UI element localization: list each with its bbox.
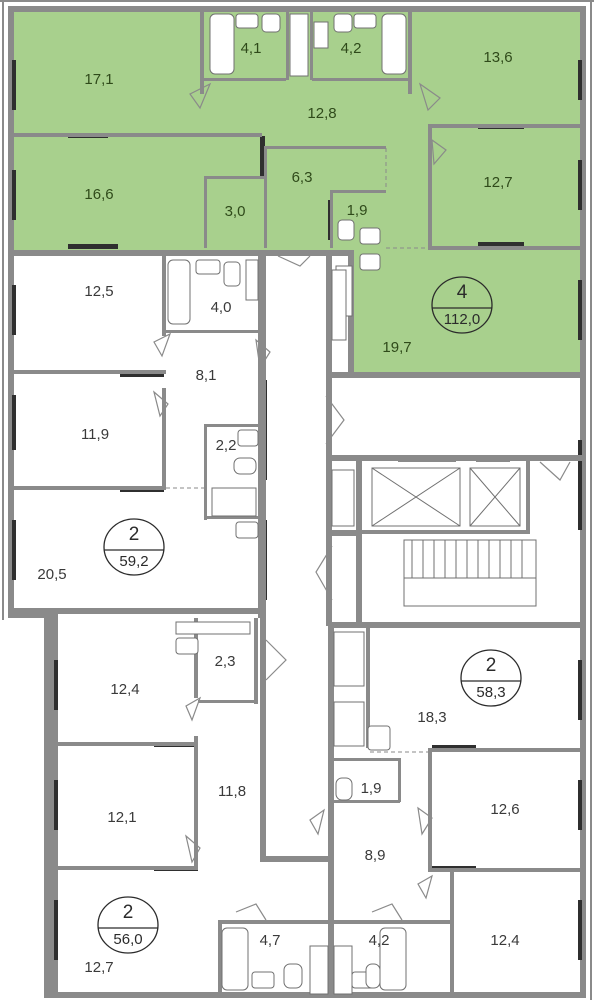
room-area-label: 12,7 xyxy=(483,174,512,191)
room-area-label: 4,7 xyxy=(260,932,281,949)
room-area-label: 19,7 xyxy=(382,339,411,356)
apartment-total-area: 56,0 xyxy=(113,931,142,948)
apartment-total-area: 58,3 xyxy=(476,684,505,701)
room-area-label: 12,1 xyxy=(107,809,136,826)
room-area-label: 1,9 xyxy=(347,202,368,219)
apartment-total-area: 59,2 xyxy=(119,553,148,570)
room-area-label: 4,1 xyxy=(241,40,262,57)
room-area-label: 11,9 xyxy=(81,426,109,443)
apartment-rooms-count: 4 xyxy=(457,282,468,303)
elevator-shafts xyxy=(371,458,521,527)
room-area-label: 8,1 xyxy=(196,367,217,384)
room-labels: 17,1 4,1 4,2 13,6 12,8 16,6 6,3 12,7 3,0… xyxy=(37,40,519,976)
room-area-label: 11,8 xyxy=(218,783,246,800)
apartment-rooms-count: 2 xyxy=(129,524,140,545)
room-area-label: 12,4 xyxy=(110,681,139,698)
apartment-badge-d[interactable]: 2 58,3 xyxy=(460,649,522,707)
apartment-badge-b[interactable]: 2 59,2 xyxy=(103,518,165,576)
apartment-rooms-count: 2 xyxy=(486,655,497,676)
room-area-label: 12,5 xyxy=(84,283,113,300)
room-area-label: 4,2 xyxy=(369,932,390,949)
room-area-label: 2,2 xyxy=(216,437,237,454)
room-area-label: 20,5 xyxy=(37,566,66,583)
apartment-a-area[interactable] xyxy=(14,10,580,372)
apartment-badge-a[interactable]: 4 112,0 xyxy=(431,276,493,334)
room-area-label: 12,6 xyxy=(490,801,519,818)
room-area-label: 12,7 xyxy=(84,959,113,976)
room-area-label: 17,1 xyxy=(84,71,113,88)
room-area-label: 12,8 xyxy=(307,105,336,122)
bathroom-fixtures xyxy=(167,13,407,995)
room-area-label: 18,3 xyxy=(417,709,446,726)
room-area-label: 3,0 xyxy=(225,203,246,220)
room-area-label: 12,4 xyxy=(490,932,519,949)
room-area-label: 13,6 xyxy=(483,49,512,66)
room-area-label: 8,9 xyxy=(365,847,386,864)
room-area-label: 6,3 xyxy=(292,169,313,186)
room-area-label: 4,2 xyxy=(341,40,362,57)
apartment-rooms-count: 2 xyxy=(123,902,134,923)
apartment-badge-c[interactable]: 2 56,0 xyxy=(97,896,159,954)
apartment-total-area: 112,0 xyxy=(444,311,480,328)
room-area-label: 2,3 xyxy=(215,653,236,670)
room-area-label: 1,9 xyxy=(361,780,382,797)
room-area-label: 16,6 xyxy=(84,186,113,203)
room-area-label: 4,0 xyxy=(211,299,232,316)
stair-frame xyxy=(403,539,537,607)
doors xyxy=(152,82,571,921)
dashed-lines xyxy=(166,148,428,753)
staircase xyxy=(403,539,537,607)
interior-walls xyxy=(14,10,586,998)
